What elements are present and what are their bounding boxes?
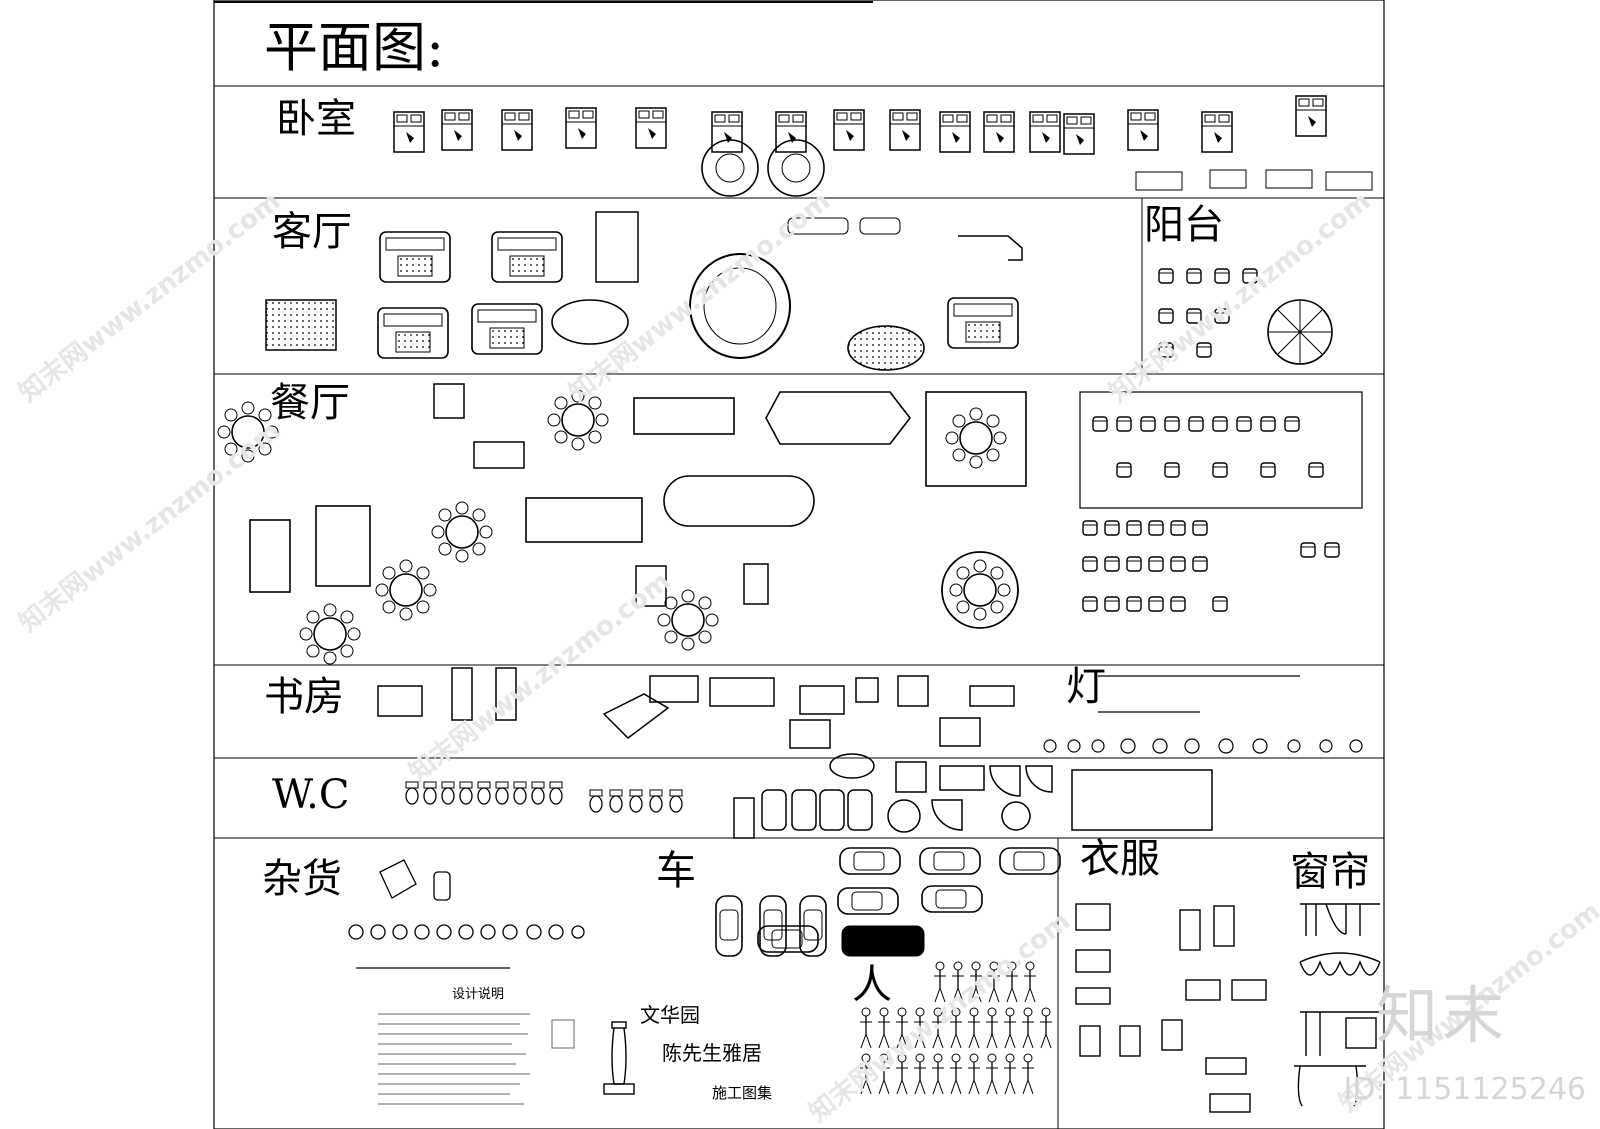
label-wc: W.C [272,772,349,818]
misc-symbols [348,859,585,969]
brand-logo: 知末 [1375,979,1508,1052]
sheet-title: 平面图: [264,16,444,79]
study-symbols [377,667,1015,749]
design-notes-title: 设计说明 [452,987,504,1002]
car-symbols [715,847,1061,957]
label-balcony: 阳台 [1144,202,1224,248]
column-symbol [603,1021,635,1095]
label-study: 书房 [264,674,344,720]
sheet-frame [213,0,1385,1129]
design-notes-text [378,1013,575,1105]
label-car: 车 [656,848,696,894]
label-clothes: 衣服 [1080,836,1160,882]
drawing-set-name: 施工图集 [712,1084,772,1102]
curtain-symbols [1294,903,1381,1107]
asset-id: ID: 1151125246 [1343,1072,1586,1107]
clothes-symbols [1075,903,1267,1113]
label-dining-room: 餐厅 [270,380,350,426]
dining-symbols [217,383,1363,665]
project-name: 文华园 [640,1003,700,1027]
label-misc: 杂货 [262,856,342,902]
wc-symbols [405,753,1213,839]
label-lamp: 灯 [1066,664,1106,710]
living-room-symbols [265,211,1023,371]
label-living-room: 客厅 [272,209,352,255]
label-curtain: 窗帘 [1290,849,1370,895]
bedroom-symbols [393,95,1373,197]
lamp-symbols [1043,675,1363,754]
balcony-symbols [1158,268,1333,365]
label-bedroom: 卧室 [276,96,356,142]
label-people: 人 [852,962,892,1008]
client-name: 陈先生雅居 [662,1041,762,1065]
